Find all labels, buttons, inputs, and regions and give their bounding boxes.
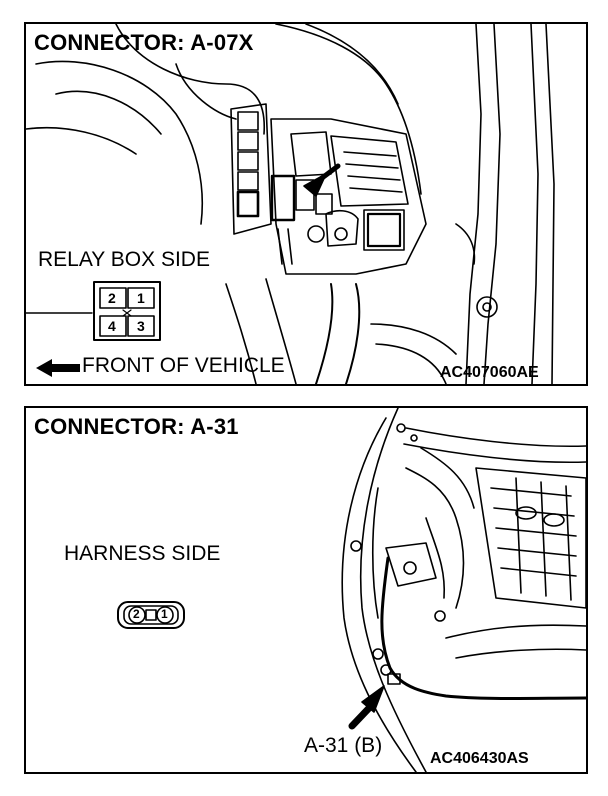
direction-label: FRONT OF VEHICLE [82,354,285,377]
figure-code: AC406430AS [430,750,529,767]
panel-title: CONNECTOR: A-31 [34,414,239,439]
pin-number: 4 [108,318,116,334]
engine-bay-drawing [117,408,586,772]
pin-number: 3 [137,318,145,334]
connector-a31-panel: CONNECTOR: A-31 HARNESS SIDE 2 1 A-31 (B… [24,406,588,774]
relay-box-drawing [26,24,555,384]
pin-number: 1 [137,290,145,306]
a07x-connector-face [26,281,161,341]
connector-a07x-panel: CONNECTOR: A-07X RELAY BOX SIDE 2 1 4 3 … [24,22,588,386]
pin-number: 1 [161,607,168,621]
a07x-connector-location [270,174,296,222]
callout-label: A-31 (B) [304,734,383,757]
view-label: HARNESS SIDE [64,542,221,565]
view-label: RELAY BOX SIDE [38,248,210,271]
bolt-icon [476,296,498,318]
pin-number: 2 [108,290,116,306]
pin-number: 2 [133,607,140,621]
figure-code: AC407060AE [440,364,539,381]
a31-connector-face [117,601,185,629]
panel-title: CONNECTOR: A-07X [34,30,254,55]
left-arrow-icon [36,359,80,377]
